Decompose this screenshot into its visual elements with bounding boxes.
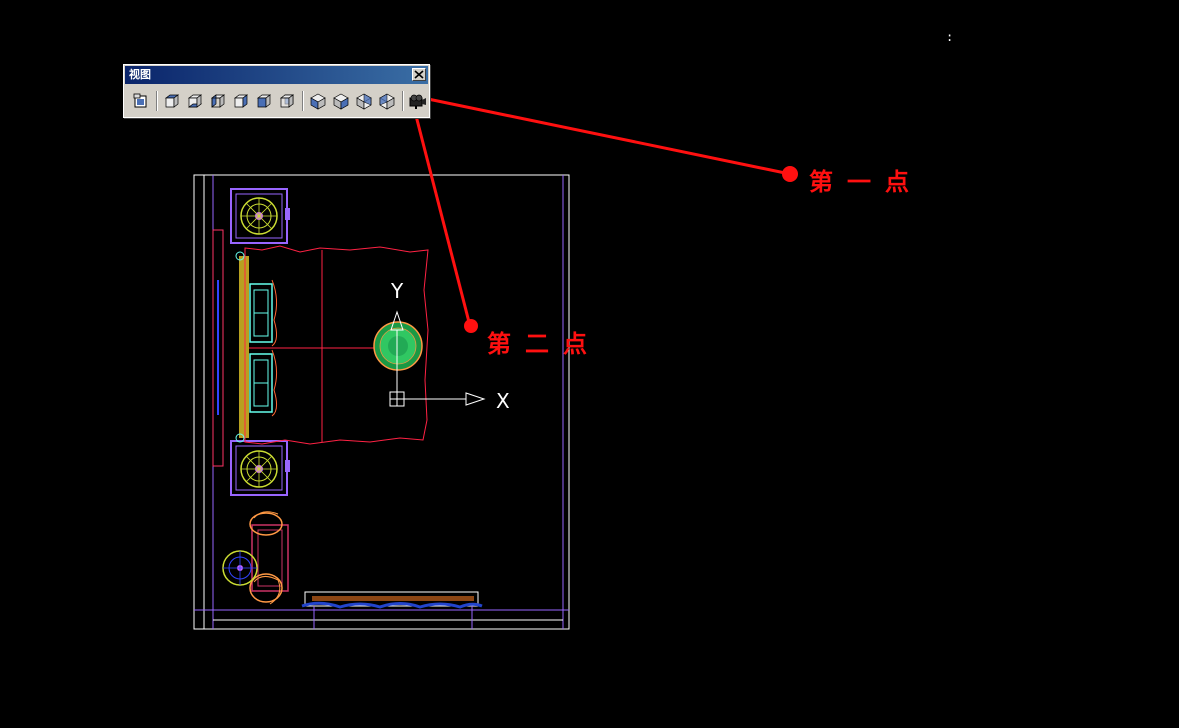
- annotation-first-point: 第一点: [809, 167, 923, 196]
- bed: [235, 245, 429, 445]
- back-view-button[interactable]: [276, 90, 298, 112]
- right-view-button[interactable]: [230, 90, 252, 112]
- nightstand-bottom: [230, 440, 290, 496]
- top-view-button[interactable]: [161, 90, 183, 112]
- crosshair-cursor: :: [946, 30, 954, 44]
- left-view-icon: [210, 94, 226, 108]
- left-view-button[interactable]: [207, 90, 229, 112]
- front-view-icon: [256, 94, 272, 108]
- toolbar-title-bar[interactable]: 视图: [125, 66, 428, 84]
- toolbar-separator: [402, 91, 404, 111]
- close-icon: [414, 70, 424, 79]
- armchair-set: [222, 511, 289, 605]
- annotation-lines: [411, 96, 798, 333]
- ne-isometric-icon: [356, 93, 372, 110]
- top-view-icon: [164, 94, 180, 108]
- left-wall-window: [212, 229, 224, 467]
- se-isometric-button[interactable]: [330, 90, 352, 112]
- view-toolbar[interactable]: 视图: [123, 64, 430, 118]
- annotation-second-point: 第二点: [487, 329, 601, 358]
- toolbar-title: 视图: [129, 68, 151, 81]
- round-object: [373, 321, 423, 371]
- toolbar-button-row: [130, 89, 430, 113]
- close-button[interactable]: [412, 68, 426, 81]
- toolbar-separator: [302, 91, 304, 111]
- ucs-y-label: Y: [390, 279, 404, 303]
- front-view-button[interactable]: [253, 90, 275, 112]
- room-walls: [193, 174, 570, 630]
- toolbar-separator: [156, 91, 158, 111]
- nw-isometric-icon: [379, 93, 395, 110]
- bottom-view-button[interactable]: [184, 90, 206, 112]
- sw-isometric-icon: [310, 93, 326, 110]
- tv-cabinet: [301, 591, 483, 629]
- camera-button[interactable]: [407, 90, 429, 112]
- named-views-button[interactable]: [130, 90, 152, 112]
- nightstand-top: [230, 188, 290, 244]
- ne-isometric-button[interactable]: [353, 90, 375, 112]
- nw-isometric-button[interactable]: [376, 90, 398, 112]
- right-view-icon: [233, 94, 249, 108]
- bottom-view-icon: [187, 94, 203, 108]
- camera-icon: [409, 94, 426, 109]
- back-view-icon: [279, 94, 295, 108]
- sw-isometric-button[interactable]: [307, 90, 329, 112]
- ucs-x-label: X: [496, 389, 510, 413]
- named-views-icon: [133, 93, 147, 108]
- ucs-icon: [389, 310, 486, 407]
- se-isometric-icon: [333, 93, 349, 110]
